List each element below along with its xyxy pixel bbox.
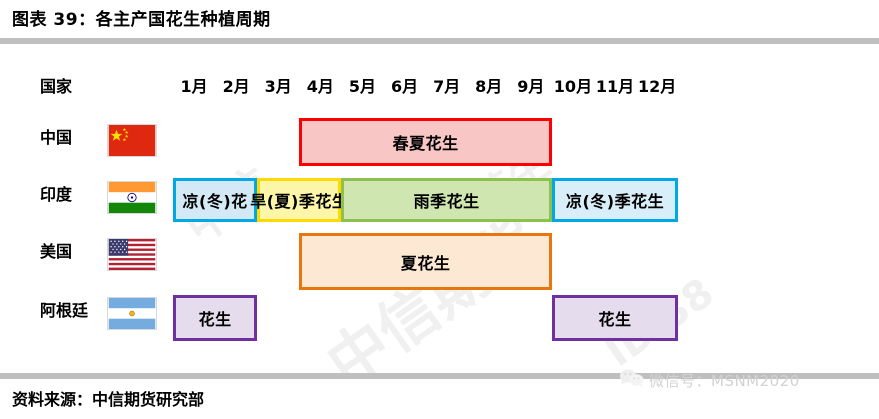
column-header-country: 国家	[40, 77, 73, 96]
column-header-month-9: 9月	[517, 77, 545, 96]
row-label-usa: 美国	[40, 242, 73, 261]
figure-title: 图表 39：各主产国花生种植周期	[12, 10, 271, 30]
flag-china-icon	[107, 124, 157, 157]
season-bar: 夏花生	[299, 233, 552, 290]
season-bar: 春夏花生	[299, 118, 552, 166]
column-header-month-8: 8月	[475, 77, 503, 96]
season-bar: 花生	[551, 295, 679, 341]
column-header-month-10: 10月	[553, 77, 593, 96]
wechat-id-label: 微信号：MSNM2020	[649, 371, 800, 390]
season-bar: 凉(冬)季花生	[551, 178, 679, 222]
season-bar: 花生	[173, 295, 258, 341]
column-header-month-12: 12月	[638, 77, 677, 96]
season-bar: 旱(夏)季花生	[250, 178, 348, 222]
season-bar: 雨季花生	[341, 178, 552, 222]
row-label-argentina: 阿根廷	[40, 301, 89, 320]
column-header-month-3: 3月	[264, 77, 292, 96]
flag-usa-icon	[107, 238, 157, 271]
wechat-icon	[619, 368, 645, 392]
column-header-month-6: 6月	[390, 77, 419, 96]
column-header-month-2: 2月	[222, 77, 250, 96]
column-header-month-7: 7月	[433, 77, 461, 96]
wechat-watermark: 微信号：MSNM2020	[619, 367, 800, 393]
column-header-month-11: 11月	[595, 77, 635, 96]
row-label-india: 印度	[40, 185, 73, 204]
flag-argentina-icon	[107, 297, 157, 330]
column-header-month-4: 4月	[306, 77, 334, 96]
row-label-china: 中国	[40, 128, 73, 147]
footer-divider	[0, 373, 879, 379]
season-bar: 凉(冬)花	[173, 178, 258, 222]
column-header-month-1: 1月	[180, 77, 208, 96]
header-divider	[0, 38, 879, 44]
column-header-month-5: 5月	[348, 77, 376, 96]
source-note: 资料来源：中信期货研究部	[12, 390, 205, 409]
flag-india-icon	[107, 181, 157, 214]
